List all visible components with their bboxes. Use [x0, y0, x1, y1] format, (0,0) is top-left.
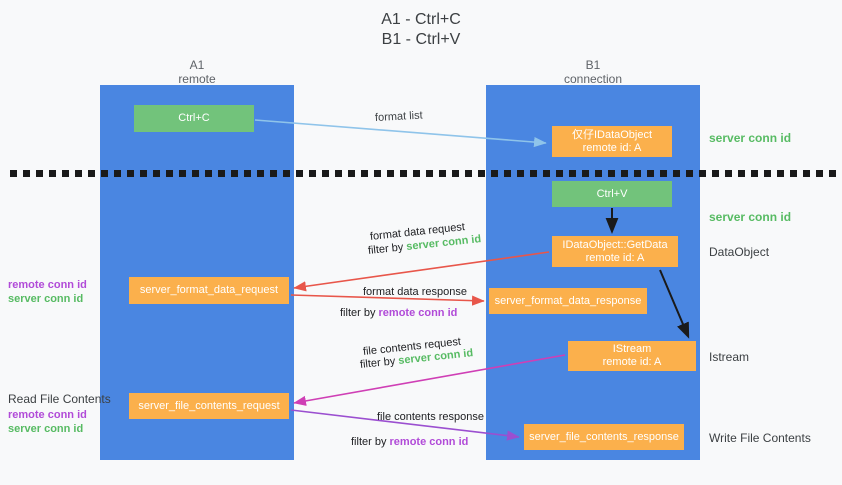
box-getdata-line2: remote id: A — [585, 251, 645, 264]
title-line-1: A1 - Ctrl+C — [381, 11, 461, 28]
column-header-b1: B1 connection — [486, 58, 700, 86]
box-ctrl-v-label: Ctrl+V — [596, 187, 628, 200]
filter-prefix-3: filter by — [359, 355, 399, 371]
filter-value-remote-conn-id-2: remote conn id — [389, 436, 469, 448]
box-idataobject-line2: remote id: A — [582, 141, 642, 154]
column-header-a1-name: A1 — [189, 58, 205, 72]
box-istream[interactable]: IStream remote id: A — [568, 341, 696, 371]
label-server-conn-id-mid: server conn id — [709, 210, 792, 224]
label-dataobject: DataObject — [709, 245, 770, 259]
annotation-format-data-response-filter: filter by remote conn id — [340, 306, 457, 320]
box-fmt-resp-label: server_format_data_response — [494, 294, 642, 307]
label-server-conn-id-top: server conn id — [709, 131, 792, 145]
box-server-file-contents-response[interactable]: server_file_contents_response — [524, 424, 684, 450]
label-write-file-contents: Write File Contents — [709, 431, 811, 445]
label-server-conn-id-left-1: server conn id — [8, 293, 84, 305]
box-ctrl-v[interactable]: Ctrl+V — [552, 181, 672, 207]
page-title: A1 - Ctrl+C B1 - Ctrl+V — [0, 10, 842, 50]
box-server-format-data-request[interactable]: server_format_data_request — [129, 277, 289, 304]
column-header-b1-sub: connection — [563, 72, 623, 86]
filter-prefix-1: filter by — [367, 241, 407, 257]
label-read-file-contents: Read File Contents — [8, 392, 111, 406]
filter-prefix-2: filter by — [340, 307, 379, 319]
label-conn-ids-file: remote conn id server conn id — [8, 408, 87, 436]
filter-value-remote-conn-id-1: remote conn id — [378, 307, 458, 319]
box-idataobject-line1: 仅仔IDataObject — [571, 128, 653, 141]
box-server-file-contents-request[interactable]: server_file_contents_request — [129, 393, 289, 419]
column-header-a1: A1 remote — [100, 58, 294, 86]
label-remote-conn-id-1: remote conn id — [8, 279, 87, 291]
box-istream-line2: remote id: A — [602, 356, 662, 368]
annotation-file-contents-response-filter: filter by remote conn id — [351, 435, 468, 449]
column-header-b1-name: B1 — [585, 58, 601, 72]
box-file-resp-label: server_file_contents_response — [529, 430, 679, 443]
box-getdata-line1: IDataObject::GetData — [562, 238, 668, 251]
box-ctrl-c-label: Ctrl+C — [178, 112, 210, 124]
box-file-req-label: server_file_contents_request — [138, 399, 280, 412]
box-istream-line1: IStream — [612, 343, 652, 355]
annotation-file-contents-response: file contents response — [377, 411, 485, 423]
filter-prefix-4: filter by — [351, 436, 390, 448]
box-server-format-data-response[interactable]: server_format_data_response — [489, 288, 647, 314]
label-server-conn-id-left-2: server conn id — [8, 423, 84, 435]
dashed-divider — [10, 170, 838, 177]
label-remote-conn-id-2: remote conn id — [8, 409, 87, 421]
annotation-format-data-response: format data response — [363, 286, 467, 298]
box-fmt-req-label: server_format_data_request — [139, 284, 279, 296]
label-istream: Istream — [709, 350, 750, 364]
title-line-2: B1 - Ctrl+V — [381, 31, 461, 48]
box-idataobject[interactable]: 仅仔IDataObject remote id: A — [552, 126, 672, 157]
box-idataobject-getdata[interactable]: IDataObject::GetData remote id: A — [552, 236, 678, 267]
label-conn-ids-format: remote conn id server conn id — [8, 278, 87, 306]
column-header-a1-sub: remote — [178, 72, 216, 86]
box-ctrl-c[interactable]: Ctrl+C — [134, 105, 254, 132]
annotation-format-list: format list — [374, 109, 423, 124]
